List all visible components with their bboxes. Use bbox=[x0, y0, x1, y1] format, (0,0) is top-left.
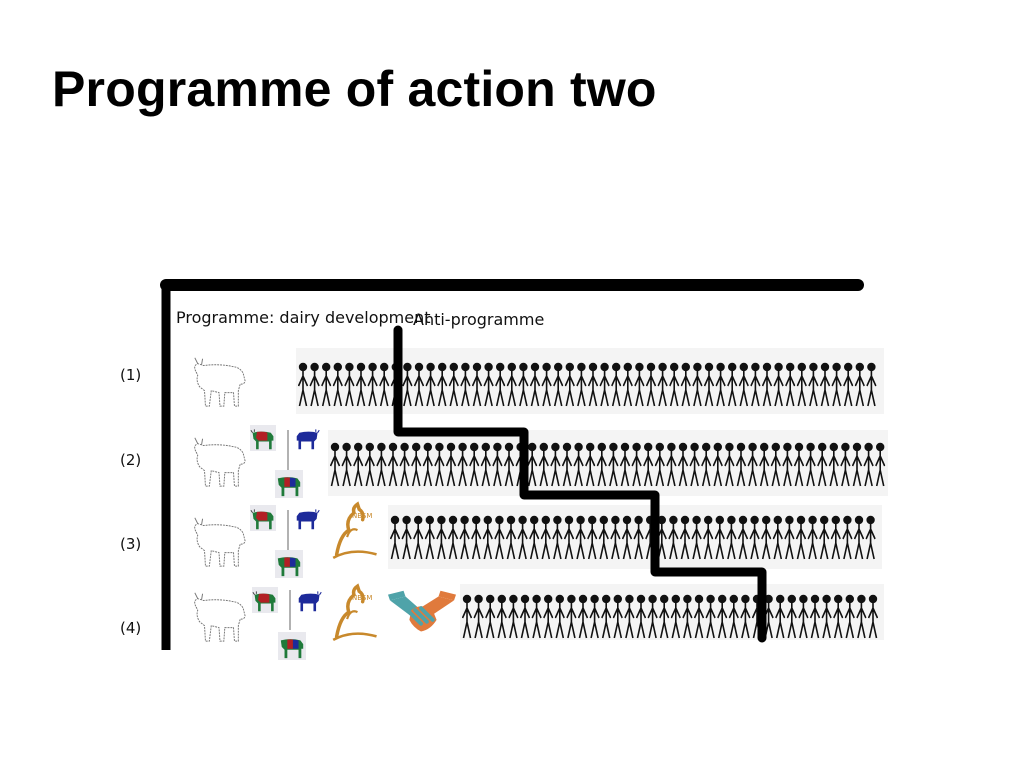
row-4-programme: NBSM bbox=[194, 584, 456, 660]
slide-title: Programme of action two bbox=[52, 61, 657, 117]
cow-icon bbox=[296, 428, 320, 450]
row-2-programme bbox=[194, 425, 320, 498]
row-3-crowd bbox=[388, 505, 882, 569]
programme-label: Programme: dairy development bbox=[176, 308, 431, 327]
cow-icon bbox=[298, 590, 322, 612]
row-label-3: (3) bbox=[120, 535, 142, 553]
cow-icon bbox=[278, 632, 306, 660]
cow-icon bbox=[275, 470, 303, 498]
handshake-icon bbox=[388, 590, 456, 634]
staircase-divider bbox=[393, 325, 767, 643]
cow-icon bbox=[194, 592, 246, 642]
row-2-crowd bbox=[328, 430, 888, 496]
cow-icon bbox=[252, 587, 278, 613]
row-4-crowd bbox=[460, 584, 884, 640]
row-label-4: (4) bbox=[120, 619, 142, 637]
cow-icon bbox=[194, 437, 246, 487]
crowd-background bbox=[328, 430, 888, 496]
anti-programme-label: Anti-programme bbox=[413, 310, 545, 329]
cow-icon bbox=[275, 550, 303, 578]
row-label-2: (2) bbox=[120, 451, 142, 469]
logo-text: NBSM bbox=[352, 594, 372, 602]
cow-icon bbox=[194, 517, 246, 567]
row-1-crowd bbox=[296, 348, 884, 414]
row-label-1: (1) bbox=[120, 366, 142, 384]
cow-icon bbox=[296, 508, 320, 530]
row-1-programme bbox=[194, 357, 246, 407]
row-3-programme: NBSM bbox=[194, 502, 379, 578]
cow-icon bbox=[250, 505, 276, 531]
cow-icon bbox=[250, 425, 276, 451]
logo-text: NBSM bbox=[352, 512, 372, 520]
cow-icon bbox=[194, 357, 246, 407]
